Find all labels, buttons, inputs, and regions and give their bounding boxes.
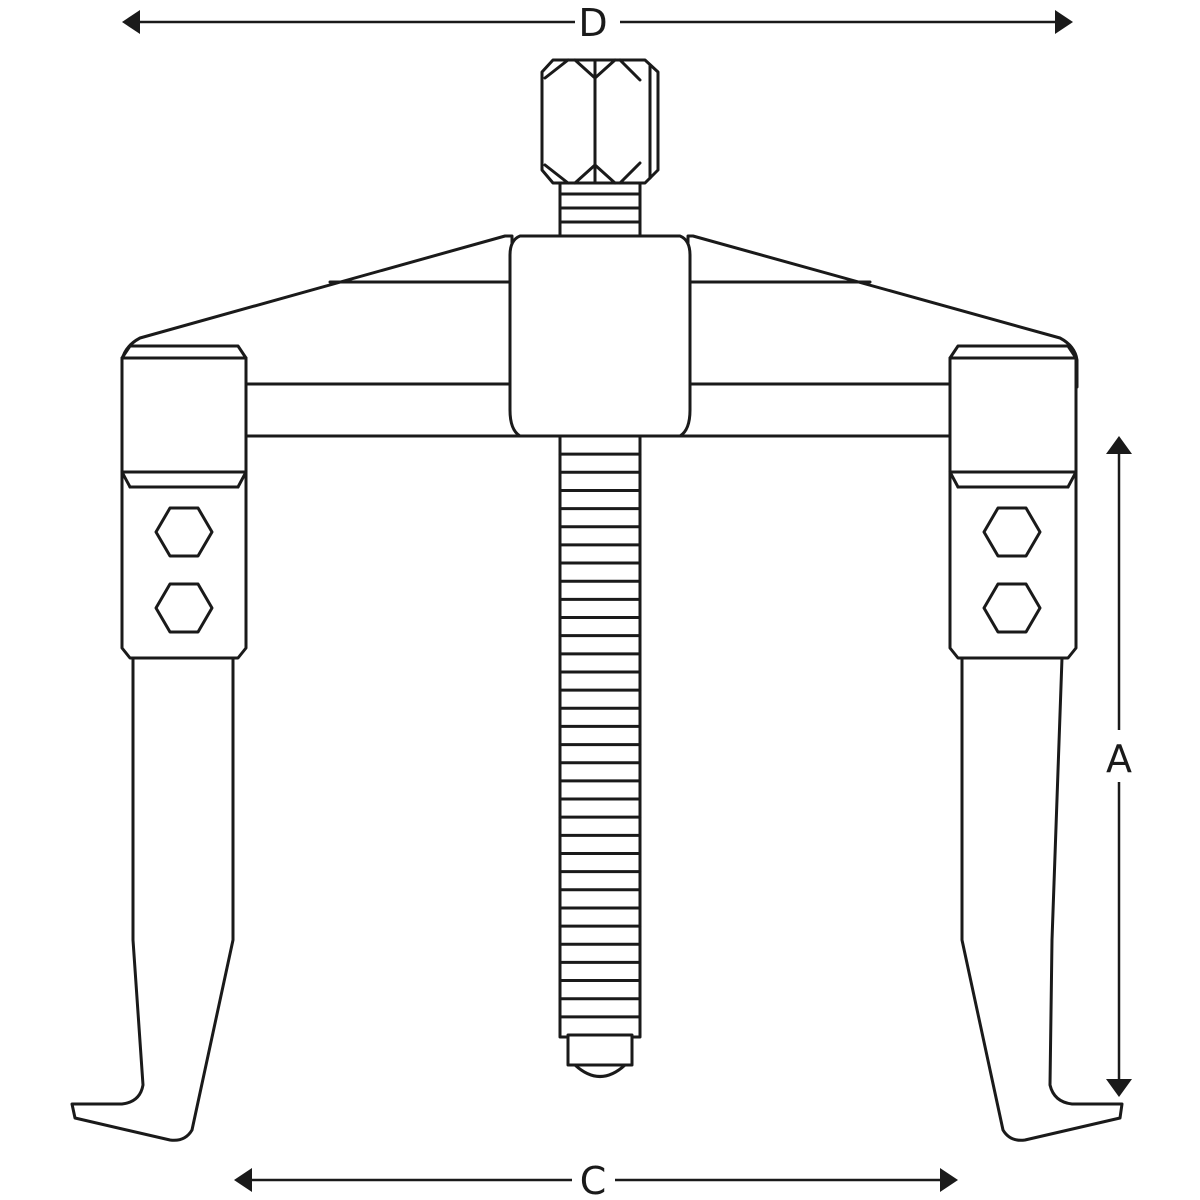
dimension-c: C — [234, 1159, 958, 1200]
crossbar — [120, 234, 1079, 438]
bolt-icon — [982, 582, 1042, 634]
left-arm — [70, 344, 248, 1142]
arrow-left-icon — [234, 1168, 252, 1192]
bolt-icon — [982, 506, 1042, 558]
dimension-a-label: A — [1106, 737, 1132, 781]
hex-head — [540, 58, 660, 185]
spindle-lower-thread — [558, 452, 642, 1019]
arrow-down-icon — [1106, 1079, 1132, 1097]
bolt-icon — [154, 582, 214, 634]
arrow-up-icon — [1106, 436, 1132, 454]
spindle-tip — [573, 1063, 627, 1078]
spindle — [558, 178, 642, 1078]
arrow-right-icon — [940, 1168, 958, 1192]
dimension-d-label: D — [578, 1, 607, 45]
dimension-a: A — [1106, 436, 1132, 1097]
right-arm — [948, 344, 1124, 1142]
bolt-icon — [154, 506, 214, 558]
arrow-left-icon — [122, 10, 140, 34]
spindle-upper-thread — [558, 192, 642, 224]
arrow-right-icon — [1055, 10, 1073, 34]
dimension-c-label: C — [580, 1159, 607, 1200]
dimension-d: D — [122, 1, 1073, 45]
